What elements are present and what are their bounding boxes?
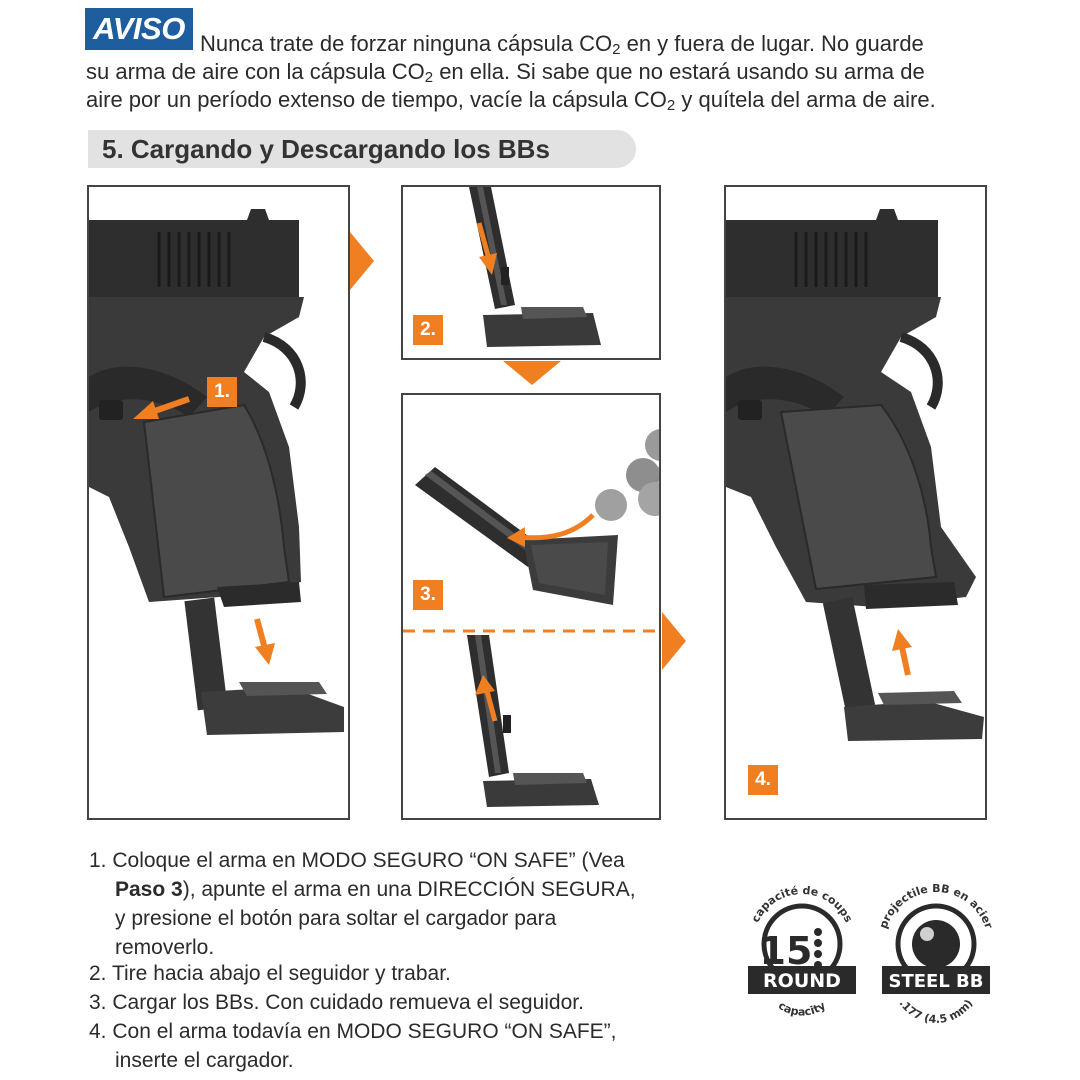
capacity-label: ROUND xyxy=(763,970,841,992)
instruction-1-line-1: 1. Coloque el arma en MODO SEGURO “ON SA… xyxy=(89,849,625,872)
panel-step-3: 3. xyxy=(401,393,661,820)
magazine-follower-illustration xyxy=(469,187,601,347)
step-3-badge: 3. xyxy=(413,580,443,610)
pistol-insert-illustration xyxy=(726,209,984,741)
arrow-down-icon xyxy=(503,361,561,385)
step-1-badge: 1. xyxy=(207,377,237,407)
warning-line-3: aire por un período extenso de tiempo, v… xyxy=(86,87,936,114)
panel-step-2: 2. xyxy=(401,185,661,360)
loading-bbs-illustration xyxy=(403,429,659,807)
steel-label: STEEL BB xyxy=(888,971,983,992)
step-4-badge: 4. xyxy=(748,765,778,795)
panel-step-4: 4. xyxy=(724,185,987,820)
capacity-number: 15 xyxy=(760,929,813,973)
instruction-3: 3. Cargar los BBs. Con cuidado remueva e… xyxy=(89,991,584,1014)
instruction-1-line-2: Paso 3), apunte el arma en una DIRECCIÓN… xyxy=(115,878,636,901)
capacity-arc-bottom: capacity xyxy=(776,999,828,1019)
steel-bb-badge: projectile BB en acier STEEL BB .177 (4.… xyxy=(877,882,996,1026)
warning-line-1: Nunca trate de forzar ninguna cápsula CO… xyxy=(200,31,924,58)
instruction-2: 2. Tire hacia abajo el seguidor y trabar… xyxy=(89,962,451,985)
instruction-4-line-2: inserte el cargador. xyxy=(115,1049,294,1072)
arrow-right-icon xyxy=(350,232,374,290)
instruction-4-line-1: 4. Con el arma todavía en MODO SEGURO “O… xyxy=(89,1020,617,1043)
round-capacity-badge: capacité de coups 15 ROUND capacity xyxy=(748,884,856,1019)
warning-badge: AVISO xyxy=(85,8,193,50)
section-header: 5. Cargando y Descargando los BBs xyxy=(88,130,636,168)
panel-step-1: 1. xyxy=(87,185,350,820)
warning-line-2: su arma de aire con la cápsula CO2 en el… xyxy=(86,59,925,86)
steel-arc-bottom: .177 (4.5 mm) xyxy=(897,997,976,1026)
instruction-1-line-3: y presione el botón para soltar el carga… xyxy=(115,907,557,930)
steel-ball-icon xyxy=(912,920,960,968)
pistol-release-illustration xyxy=(89,209,344,735)
instruction-1-line-4: removerlo. xyxy=(115,936,215,959)
arrow-right-icon xyxy=(662,612,686,670)
step-2-badge: 2. xyxy=(413,315,443,345)
section-title: 5. Cargando y Descargando los BBs xyxy=(102,134,550,164)
